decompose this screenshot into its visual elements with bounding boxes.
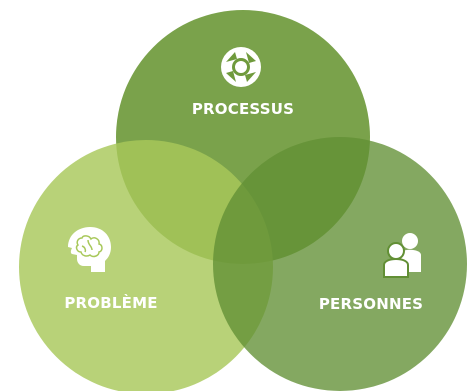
people-icon: [383, 233, 421, 278]
cycle-arrows-icon: [221, 47, 261, 87]
label-probleme: PROBLÈME: [64, 293, 157, 312]
label-personnes: PERSONNES: [319, 295, 423, 313]
circle-probleme: [19, 140, 273, 391]
label-processus: PROCESSUS: [192, 100, 294, 118]
circle-personnes: [213, 137, 467, 391]
brain-head-icon: [68, 227, 111, 272]
